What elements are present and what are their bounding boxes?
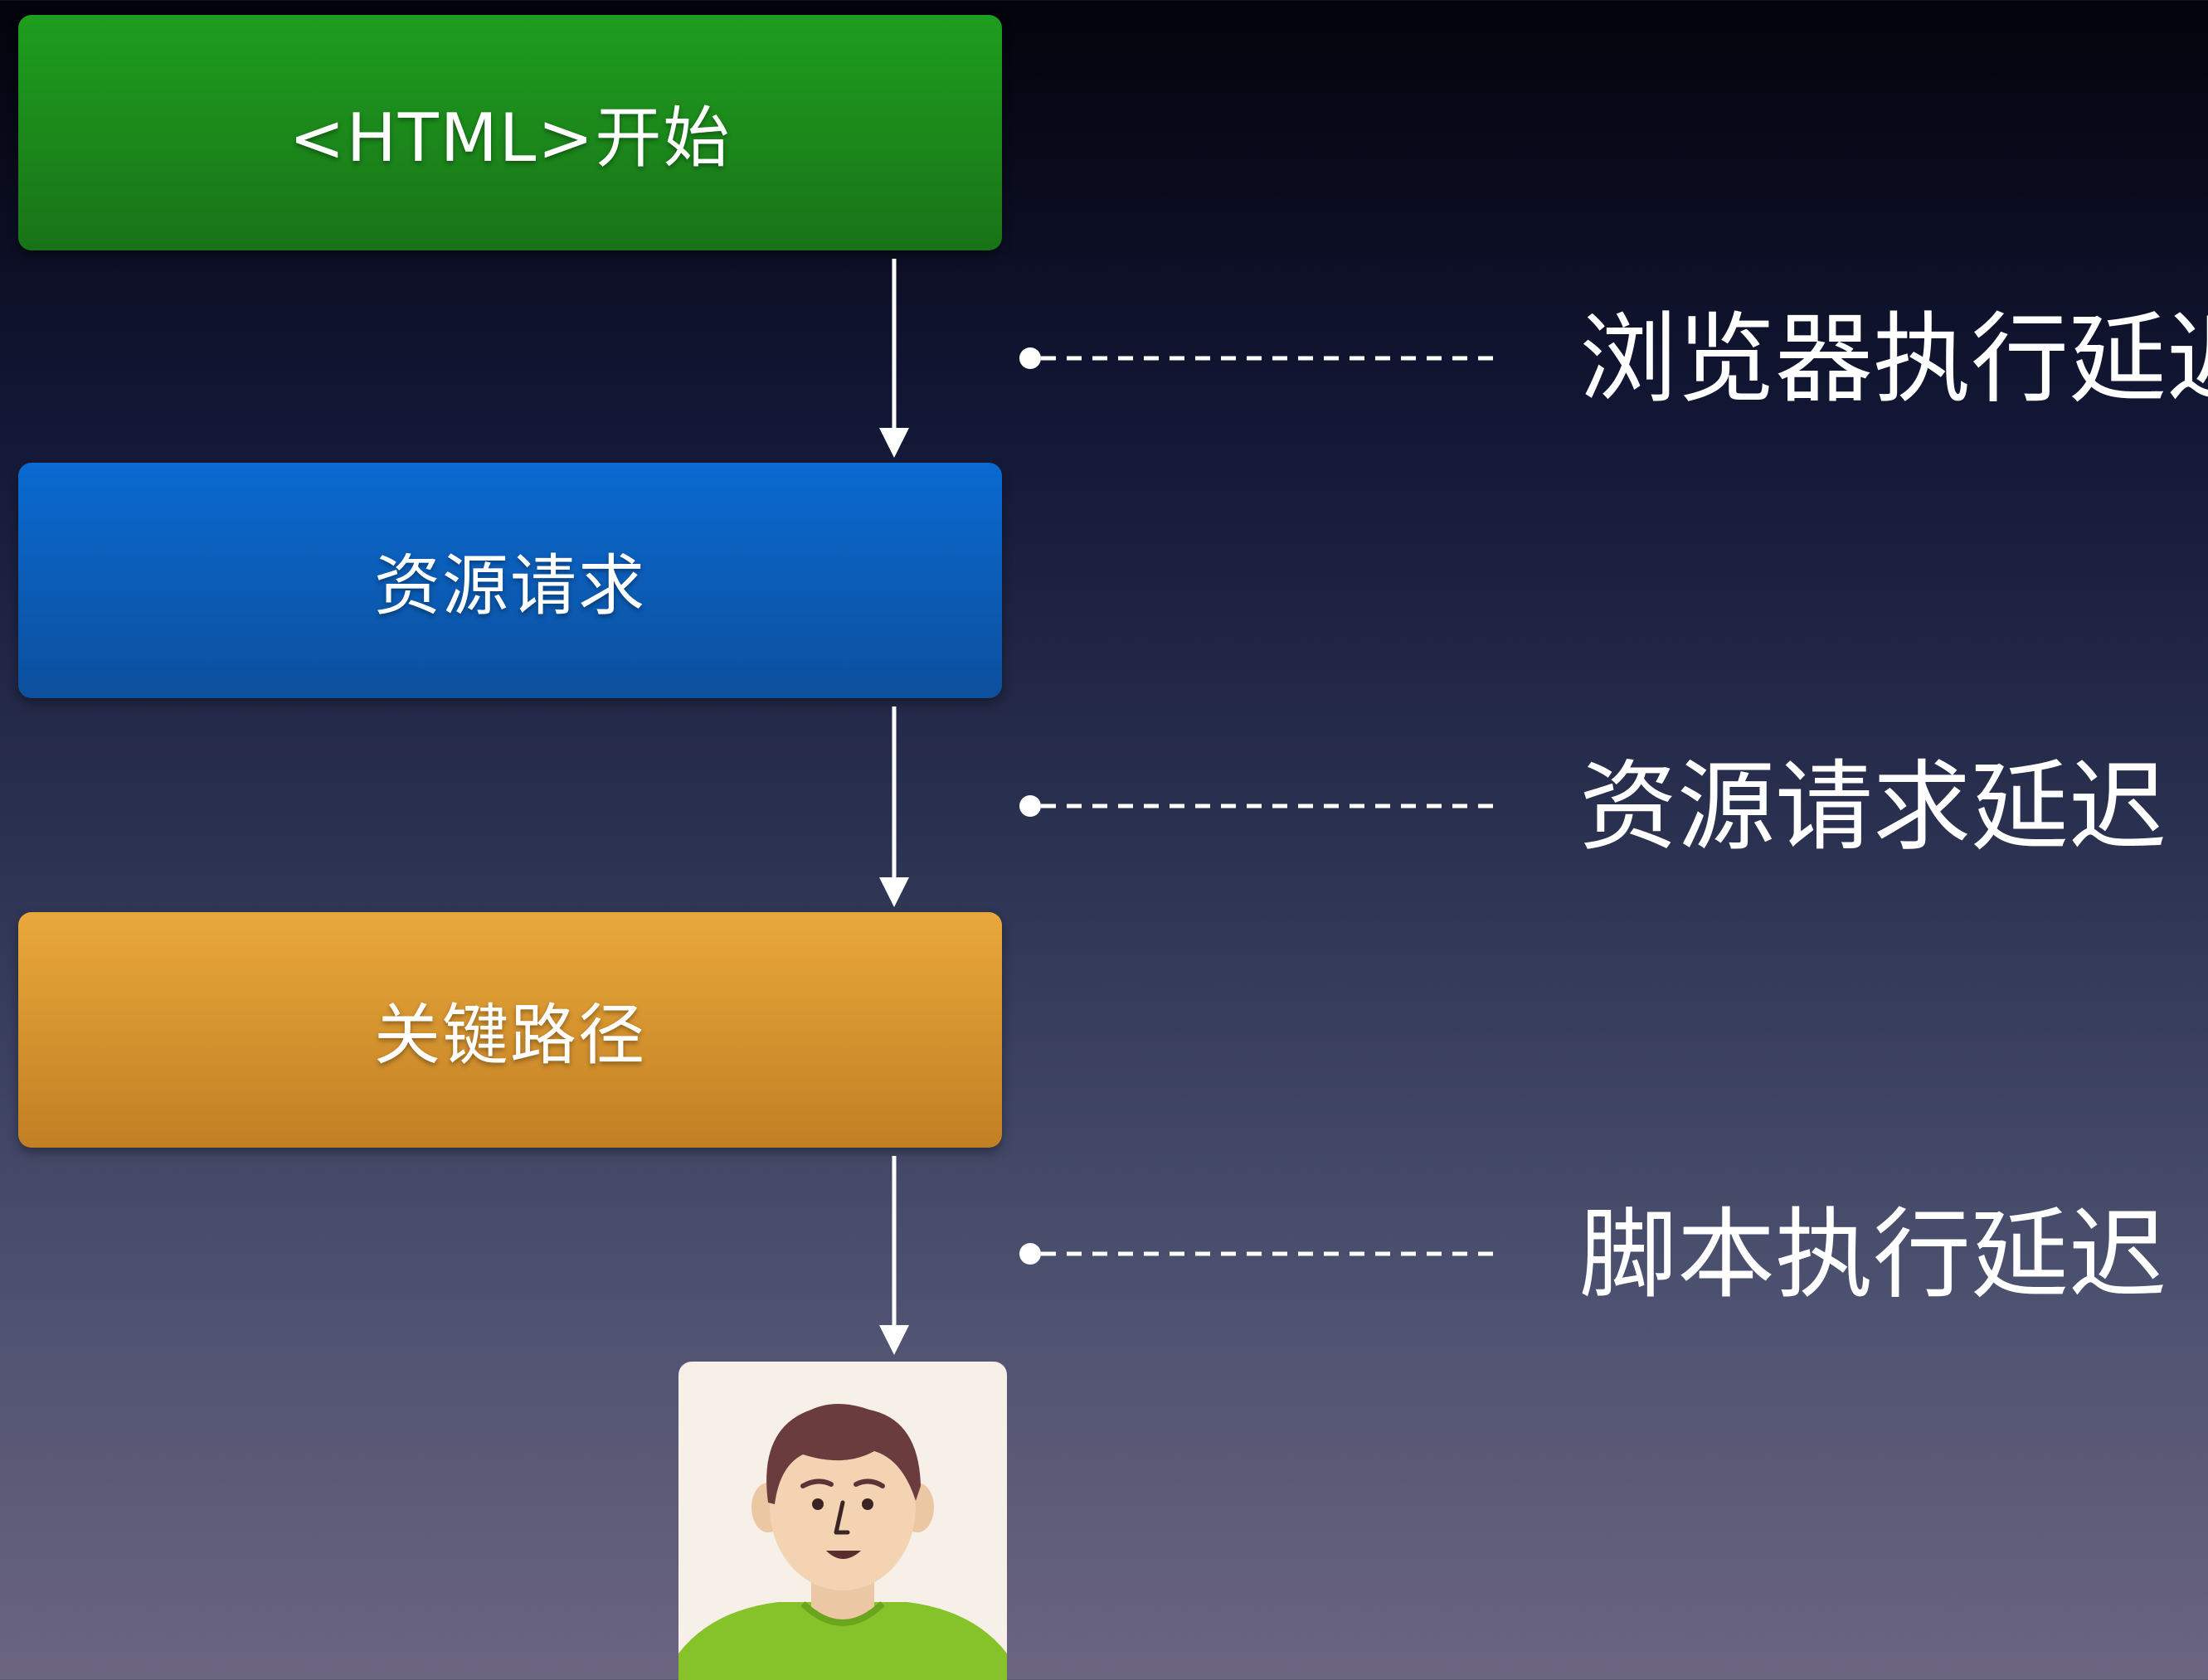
step-resource-request-label: 资源请求 bbox=[374, 547, 646, 624]
delay-label-request: 资源请求延迟 bbox=[1579, 750, 2167, 864]
connector-script-delay bbox=[1019, 1243, 1501, 1265]
delay-label-script: 脚本执行延迟 bbox=[1579, 1197, 2167, 1312]
step-critical-path: 关键路径 bbox=[18, 912, 1002, 1148]
connector-request-delay bbox=[1019, 795, 1501, 817]
step-resource-request: 资源请求 bbox=[18, 463, 1002, 698]
arrow-critical-to-user bbox=[879, 1156, 909, 1355]
arrow-start-to-request bbox=[879, 259, 909, 458]
delay-label-browser: 浏览器执行延迟 bbox=[1579, 302, 2208, 416]
connector-browser-delay bbox=[1019, 347, 1501, 369]
step-critical-path-label: 关键路径 bbox=[374, 997, 646, 1074]
arrow-request-to-critical bbox=[879, 706, 909, 907]
step-html-start: <HTML>开始 bbox=[18, 15, 1002, 250]
step-html-start-label: <HTML>开始 bbox=[289, 100, 732, 177]
user-avatar-icon bbox=[678, 1362, 1007, 1680]
